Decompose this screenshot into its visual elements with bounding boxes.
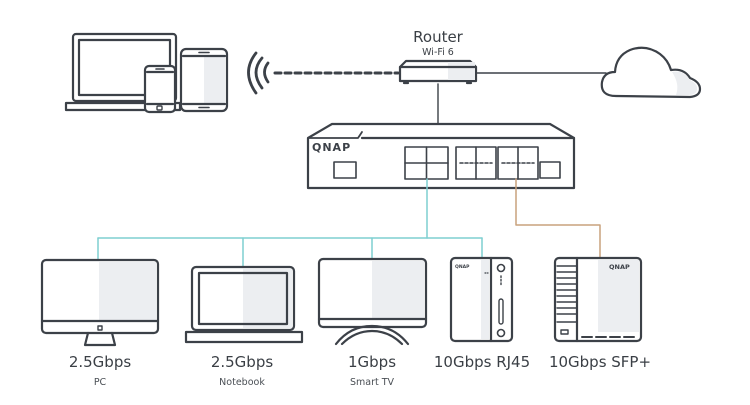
nas-sfp-speed-label: 10Gbps SFP+ (548, 353, 652, 371)
pc-speed-label: 2.5Gbps (68, 353, 132, 371)
notebook-name-label: Notebook (219, 377, 265, 388)
2.5g-links (97, 178, 483, 269)
tv-icon (317, 257, 428, 346)
nas-2bay-brand-logo: QNAP (455, 264, 470, 270)
nas-multibay-icon (553, 256, 643, 343)
monitor-icon (40, 258, 160, 347)
switch-brand-logo: QNAP (312, 141, 351, 154)
notebook-laptop-icon (184, 265, 304, 344)
wifi-signal-icon (247, 51, 270, 95)
router-title: Router (413, 28, 463, 46)
nas-2bay-icon (449, 256, 514, 343)
tv-speed-label: 1Gbps (347, 353, 397, 371)
pc-name-label: PC (93, 377, 107, 388)
sfp-link (515, 178, 601, 259)
router-subtitle: Wi-Fi 6 (422, 47, 454, 58)
notebook-speed-label: 2.5Gbps (210, 353, 274, 371)
nas-rj45-speed-label: 10Gbps RJ45 (433, 353, 531, 371)
tv-name-label: Smart TV (349, 377, 395, 388)
smartphone-icon (143, 64, 177, 114)
router-icon (398, 59, 478, 85)
tablet-icon (179, 47, 229, 113)
cloud-icon (600, 46, 702, 99)
nas-multibay-brand-logo: QNAP (609, 263, 630, 271)
network-switch-icon (306, 122, 576, 190)
